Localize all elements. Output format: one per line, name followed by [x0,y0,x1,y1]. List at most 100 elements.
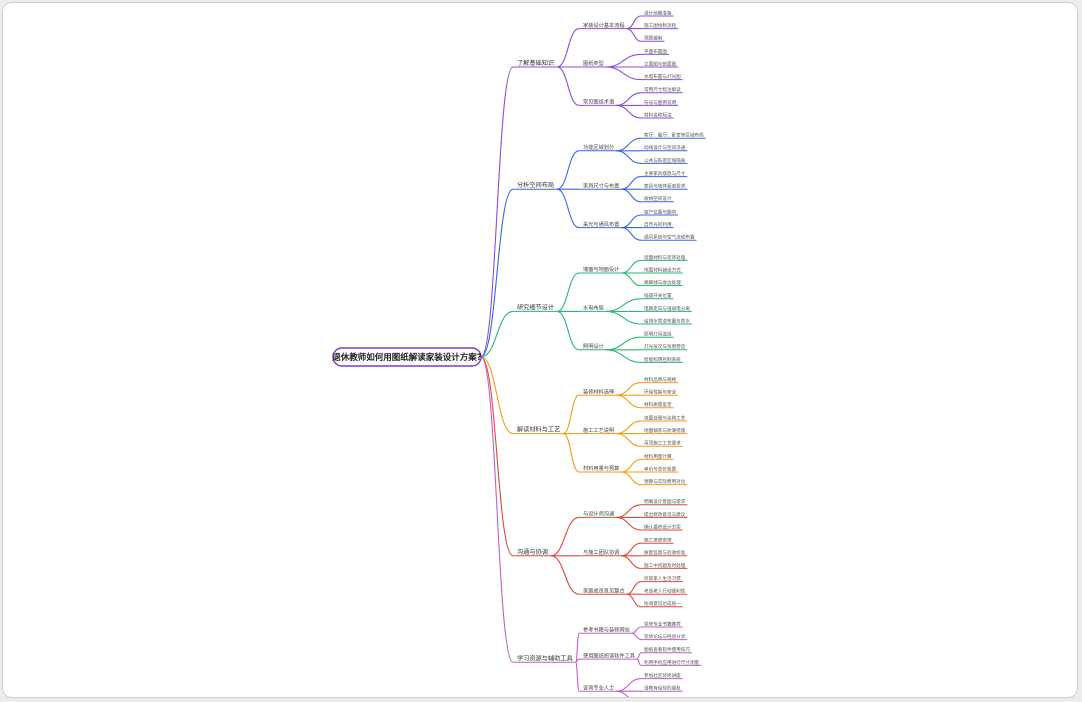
leaf-connector [605,53,642,68]
leaf-label[interactable]: 考虑老人行动便利性 [644,588,686,595]
leaf-label[interactable]: 主要家具摆放与尺寸 [644,170,686,177]
leaf-label[interactable]: 施工进度安排 [644,537,672,544]
leaf-label[interactable]: 设计前期准备 [644,9,672,16]
leaf-label[interactable]: 参加社区装修讲座 [644,672,681,679]
leaf-label[interactable]: 水电布置与灯光图 [644,73,681,80]
subtopic-connector [556,310,580,351]
mindmap-diagram: 退休教师如何用图纸解读家装设计方案? 家装设计基本流程 设计前期准备施工图绘制流程… [332,9,706,698]
subtopic-connector [563,433,580,473]
leaf-label[interactable]: 确认最终设计方案 [644,523,681,530]
leaf-label[interactable]: 公共与私密区域隔离 [644,157,686,164]
subtopic-label[interactable]: 与施工团队协调 [583,548,619,556]
subtopic-label[interactable]: 家具尺寸与布置 [583,181,619,189]
leaf-label[interactable]: 预算编制 [644,35,663,42]
leaf-label[interactable]: 提出修改意见与建议 [644,511,686,518]
leaf-label[interactable]: 吊顶施工工艺要求 [644,440,681,447]
leaf-label[interactable]: 电路走向与强弱电分离 [644,305,690,312]
leaf-label[interactable]: 踢脚线与收边处理 [644,279,681,286]
leaf-label[interactable]: 材料用量计算 [644,453,672,460]
leaf-label[interactable]: 插座开关位置 [644,292,672,299]
subtopic-label[interactable]: 照明设计 [583,342,604,350]
subtopic-label[interactable]: 使用图纸阅读软件工具 [583,651,635,659]
subtopic-label[interactable]: 水电布局 [583,304,604,312]
branch-label[interactable]: 研究细节设计 [517,303,554,311]
root-node-box[interactable] [332,347,482,367]
subtopic-label[interactable]: 墙面与地面设计 [583,265,619,273]
subtopic-connector [550,555,580,595]
leaf-label[interactable]: 装修专业书籍推荐 [644,620,681,627]
leaf-label[interactable]: 动线设计与空间流通 [644,144,686,151]
leaf-label[interactable]: 家具与墙体距离要求 [644,183,686,190]
leaf-label[interactable]: 收纳空间设计 [644,195,672,202]
leaf-label[interactable]: 单价与总价核算 [644,465,677,472]
subtopic-connector [556,66,580,106]
leaf-label[interactable]: 图纸查看软件使用技巧 [644,646,690,653]
leaf-label[interactable]: 给排水管道布置与防水 [644,317,690,324]
leaf-connector [616,433,642,447]
leaf-connector [616,690,629,697]
leaf-label[interactable]: 客厅、餐厅、卧室等区域布局 [644,132,704,139]
subtopic-label[interactable]: 咨询专业人士 [583,683,614,691]
leaf-connector [616,678,642,692]
leaf-connector [605,298,642,312]
leaf-label[interactable]: 听取家人生活习惯 [644,575,681,582]
root-node-label: 退休教师如何用图纸解读家装设计方案? [332,352,482,363]
subtopic-label[interactable]: 采光与通风布置 [583,220,619,228]
branch-connector [480,356,514,435]
leaf-label[interactable]: 材料品牌与规格 [644,376,677,383]
branch-label[interactable]: 了解基础知识 [517,59,554,67]
leaf-label[interactable]: 墙面处理与涂刷工艺 [644,414,686,421]
leaf-label[interactable]: 符号与图例说明 [644,99,677,106]
leaf-label[interactable]: 利用手机应用进行尺寸测量 [644,659,700,666]
leaf-label[interactable]: 请教有经验的朋友 [644,685,681,692]
leaf-label[interactable]: 装修论坛与经验分享 [644,633,686,640]
leaf-label[interactable]: 材料质量鉴定 [644,401,672,408]
leaf-label[interactable]: 明确设计意图与需求 [644,498,686,505]
leaf-label[interactable]: 寻求设计师专业解答 [644,697,686,698]
leaf-connector [621,188,642,203]
leaf-label[interactable]: 自然光的利用 [644,221,672,228]
leaf-label[interactable]: 常用尺寸标注解读 [644,86,681,93]
leaf-connector [616,516,642,531]
leaf-label[interactable]: 预算与实际费用对比 [644,478,686,485]
subtopic-label[interactable]: 功能区域划分 [583,143,614,151]
leaf-label[interactable]: 智能照明控制系统 [644,356,681,363]
leaf-label[interactable]: 平面布置图 [644,48,667,55]
leaf-label[interactable]: 窗户位置与朝向 [644,208,677,215]
subtopic-label[interactable]: 家庭成员意见整合 [583,586,625,594]
leaf-connector [616,137,642,152]
subtopic-label[interactable]: 参考书籍与装修网站 [583,626,630,634]
subtopic-label[interactable]: 常见图纸术语 [583,98,614,106]
mindmap-nodes: 退休教师如何用图纸解读家装设计方案? 家装设计基本流程 设计前期准备施工图绘制流程… [332,9,704,698]
leaf-label[interactable]: 地面材料铺设方式 [644,266,681,273]
branch-label[interactable]: 分析空间布局 [517,181,554,189]
leaf-label[interactable]: 照明灯具选择 [644,331,672,338]
branch-label[interactable]: 学习资源与辅助工具 [517,654,573,662]
leaf-connector [605,66,642,81]
leaf-label[interactable]: 协调意见达成统一 [644,600,681,607]
leaf-label[interactable]: 地面铺装与防潮措施 [644,427,686,434]
leaf-label[interactable]: 材料名称标注 [644,111,672,118]
subtopic-label[interactable]: 材料用量与预算 [583,464,619,472]
leaf-label[interactable]: 通风系统与空气流动布置 [644,234,695,241]
leaf-connector [626,28,642,42]
leaf-label[interactable]: 灯光层次与氛围营造 [644,343,686,350]
leaf-label[interactable]: 质量监督与验收标准 [644,549,686,556]
subtopic-label[interactable]: 施工工艺说明 [583,426,614,434]
leaf-label[interactable]: 施工中问题及时处理 [644,562,686,569]
branch-connector [480,356,514,557]
leaf-label[interactable]: 墙面材料与装饰处理 [644,254,686,261]
branch-label[interactable]: 沟通与协调 [517,548,548,556]
leaf-label[interactable]: 环保性能与安全 [644,389,677,396]
branch-label[interactable]: 解读材料与工艺 [517,426,560,434]
leaf-connector [616,382,642,396]
subtopic-label[interactable]: 装修材料选择 [583,387,615,395]
leaf-connector [621,176,642,190]
leaf-label[interactable]: 立面图与剖面图 [644,60,677,67]
leaf-label[interactable]: 施工图绘制流程 [644,22,677,29]
connector-lines [480,15,706,697]
subtopic-label[interactable]: 与设计师沟通 [583,510,615,518]
subtopic-label[interactable]: 图纸类型 [583,59,604,67]
subtopic-label[interactable]: 家装设计基本流程 [583,21,625,29]
